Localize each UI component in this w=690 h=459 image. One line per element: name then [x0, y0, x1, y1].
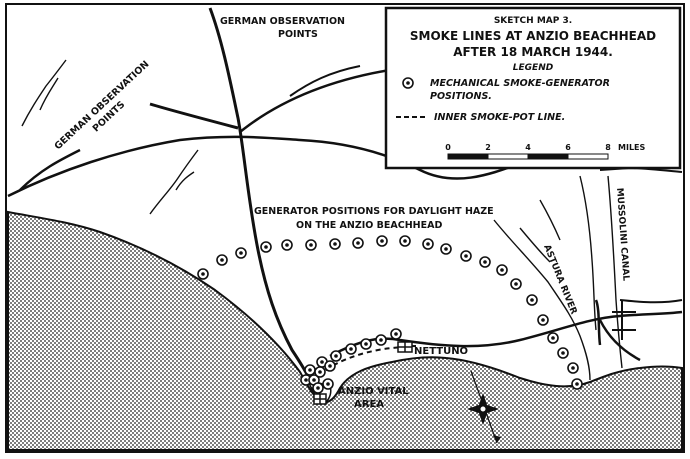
smoke-generator-marker [547, 332, 559, 344]
smoke-generator-marker [375, 334, 387, 346]
smoke-generator-marker [281, 239, 293, 251]
smoke-generator-marker [304, 364, 316, 376]
german-obs-top-line2: POINTS [278, 29, 318, 40]
smoke-generator-marker [305, 239, 317, 251]
smoke-generator-marker [322, 378, 334, 390]
north-arrow-icon [467, 370, 501, 444]
legend-box: SKETCH MAP 3. SMOKE LINES AT ANZIO BEACH… [384, 6, 682, 170]
legend-generator-line1: MECHANICAL SMOKE-GENERATOR [430, 78, 610, 89]
smoke-generator-marker [197, 268, 209, 280]
scale-tick-2: 2 [485, 143, 491, 152]
nettuno-label: NETTUNO [414, 346, 468, 357]
smoke-generator-marker [422, 238, 434, 250]
rivers [21, 59, 623, 381]
anzio-town [313, 393, 327, 405]
legend-title-line1: SMOKE LINES AT ANZIO BEACHHEAD [410, 29, 656, 43]
smoke-generator-marker [376, 235, 388, 247]
nettuno-town [397, 341, 413, 353]
smoke-generator-marker [360, 338, 372, 350]
smoke-generator-marker [567, 362, 579, 374]
scale-bar [447, 153, 609, 160]
smoke-generator-marker [216, 254, 228, 266]
legend-generator-line2: POSITIONS. [430, 91, 492, 102]
scale-tick-0: 0 [445, 143, 451, 152]
smoke-generator-marker [460, 250, 472, 262]
scale-tick-8: 8 [605, 143, 611, 152]
sketch-map-number: SKETCH MAP 3. [494, 16, 572, 26]
daylight-haze-line1: GENERATOR POSITIONS FOR DAYLIGHT HAZE [254, 206, 494, 217]
anzio-label-line1: ANZIO VITAL [338, 386, 409, 397]
legend-title-line2: AFTER 18 MARCH 1944. [453, 45, 613, 59]
smoke-generator-marker [260, 241, 272, 253]
smoke-generator-marker [314, 366, 326, 378]
smoke-generator-marker [329, 238, 341, 250]
smoke-generator-marker [526, 294, 538, 306]
smoke-generator-marker [479, 256, 491, 268]
anzio-label-line2: AREA [354, 399, 384, 410]
smoke-generator-positions [197, 235, 583, 394]
scale-tick-6: 6 [565, 143, 571, 152]
german-obs-top-line1: GERMAN OBSERVATION [220, 16, 345, 27]
daylight-haze-line2: ON THE ANZIO BEACHHEAD [296, 220, 442, 231]
scale-tick-4: 4 [525, 143, 531, 152]
smoke-generator-marker [399, 235, 411, 247]
smoke-generator-marker [345, 343, 357, 355]
legend-heading: LEGEND [513, 63, 554, 73]
smoke-generator-marker [330, 350, 342, 362]
smoke-generator-marker [324, 360, 336, 372]
smoke-generator-marker [235, 247, 247, 259]
scale-unit: MILES [618, 143, 646, 152]
smoke-generator-marker [352, 237, 364, 249]
sea-area [7, 210, 683, 451]
smoke-generator-marker [440, 243, 452, 255]
smoke-generator-marker [557, 347, 569, 359]
legend-smokepot-label: INNER SMOKE-POT LINE. [434, 112, 565, 123]
smoke-generator-marker [312, 382, 324, 394]
smoke-generator-marker [537, 314, 549, 326]
canal-junction [612, 300, 636, 340]
smoke-generator-marker [571, 378, 583, 390]
smoke-generator-marker [390, 328, 402, 340]
smoke-generator-marker [496, 264, 508, 276]
legend-generator-icon [402, 77, 414, 89]
smoke-generator-marker [510, 278, 522, 290]
